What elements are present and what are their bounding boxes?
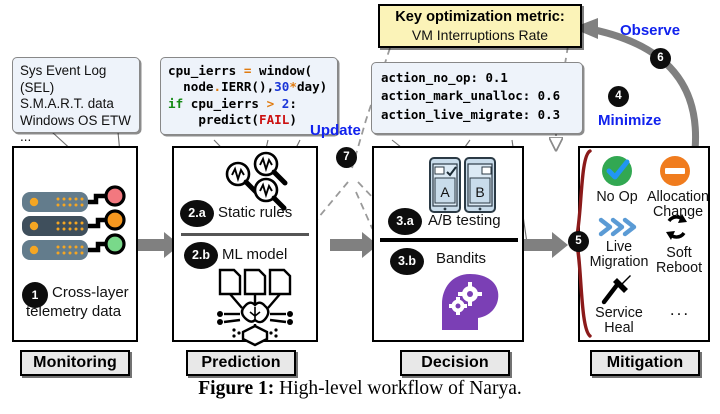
badge-3b: 3.b — [390, 248, 424, 275]
action-probabilities-list: action_no_op: 0.1 action_mark_unalloc: 0… — [372, 63, 582, 130]
code-token: > — [266, 95, 275, 111]
chevrons-right-icon — [598, 217, 637, 237]
badge-6: 6 — [650, 48, 671, 69]
monitoring-caption-line1: Cross-layer — [52, 284, 129, 301]
badge-7: 7 — [336, 147, 357, 168]
server-rack-icon — [22, 185, 126, 260]
telemetry-line: Sys Event Log (SEL) — [20, 63, 107, 95]
telemetry-sources-list: Sys Event Log (SEL) S.M.A.R.T. data Wind… — [13, 58, 139, 149]
telemetry-line: Windows OS ETW — [20, 112, 131, 128]
code-token: 2 — [274, 95, 290, 111]
observe-label: Observe — [620, 22, 681, 39]
static-rules-label: Static rules — [218, 204, 293, 221]
hammer-icon — [601, 275, 631, 305]
bandits-head-icon — [442, 274, 499, 330]
telemetry-line: S.M.A.R.T. data — [20, 96, 114, 112]
figure-caption-text: High-level workflow of Narya. — [274, 378, 522, 399]
code-token: predict( — [168, 112, 259, 128]
code-token: FAIL — [259, 112, 290, 128]
observe-feedback-arc — [572, 18, 700, 151]
figure-caption: Figure 1: High-level workflow of Narya. — [0, 378, 720, 400]
code-token: cpu_ierrs — [168, 63, 244, 78]
decision-divider — [380, 238, 518, 242]
mitigation-panel — [578, 146, 710, 342]
figure-caption-bold: Figure 1: — [198, 378, 275, 399]
action-label: action_no_op: — [381, 70, 478, 85]
badge-5: 5 — [568, 231, 589, 252]
minimize-label: Minimize — [598, 112, 662, 129]
stage-label-monitoring: Monitoring — [20, 350, 130, 376]
code-token: * — [289, 79, 297, 95]
stage-label-prediction: Prediction — [186, 350, 296, 376]
ab-testing-label: A/B testing — [428, 212, 501, 229]
mitigation-label-reboot: Reboot — [655, 260, 703, 276]
code-token: ) — [289, 112, 297, 128]
mitigation-label-service: Service — [595, 305, 643, 321]
action-label: action_mark_unalloc: — [381, 88, 531, 104]
code-token: day) — [296, 79, 328, 95]
code-token: IERR(), — [221, 79, 275, 95]
telemetry-sources-box: Sys Event Log (SEL) S.M.A.R.T. data Wind… — [12, 57, 140, 144]
code-token: window( — [251, 63, 313, 78]
code-token: node — [168, 79, 214, 95]
badge-2a: 2.a — [180, 200, 214, 227]
update-label: Update — [310, 122, 361, 139]
bandits-label: Bandits — [436, 250, 487, 267]
code-token: = — [243, 63, 252, 78]
code-token: 30 — [274, 79, 290, 95]
minus-circle-icon — [660, 156, 690, 186]
badge-3a: 3.a — [388, 208, 422, 235]
ab-testing-icon: A B — [429, 157, 496, 213]
mitigation-label-no-op: No Op — [596, 189, 638, 205]
prediction-divider — [181, 233, 309, 236]
badge-1: 1 — [22, 282, 48, 308]
stage-label-decision: Decision — [400, 350, 510, 376]
mitigation-label-allocation-2: Change — [652, 204, 704, 220]
action-value: 0.6 — [537, 88, 561, 104]
action-label: action_live_migrate: — [381, 106, 531, 122]
stage-flow-arrows — [138, 232, 568, 258]
metric-title: Key optimization metric: — [395, 8, 565, 25]
code-token: . — [213, 79, 222, 95]
mitigation-label-allocation: Allocation — [647, 189, 709, 205]
mitigation-label-live: Live — [605, 239, 633, 255]
badge-2b: 2.b — [184, 242, 218, 269]
static-rule-code-box: cpu_ierrs = window( node.IERR(),30*day) … — [160, 57, 338, 135]
key-optimization-metric-box: Key optimization metric: VM Interruption… — [378, 4, 582, 48]
code-token: if — [168, 95, 184, 111]
monitoring-caption-line2: telemetry data — [26, 303, 122, 320]
check-circle-icon — [602, 156, 632, 186]
mitigation-label-migration: Migration — [589, 254, 649, 270]
action-probabilities-box: action_no_op: 0.1 action_mark_unalloc: 0… — [371, 62, 583, 134]
badge-4: 4 — [608, 86, 629, 107]
code-token: cpu_ierrs — [183, 95, 267, 111]
mitigation-label-soft: Soft — [666, 245, 692, 261]
ml-model-icon — [217, 268, 293, 347]
mitigation-label-heal: Heal — [604, 320, 634, 336]
telemetry-line: ... — [20, 129, 32, 145]
phone-b-label: B — [475, 184, 484, 200]
metric-subtitle: VM Interruptions Rate — [411, 26, 549, 43]
code-token: : — [289, 95, 297, 111]
magnifier-icons — [225, 151, 288, 211]
ml-model-label: ML model — [222, 246, 288, 263]
action-value: 0.3 — [537, 106, 561, 122]
stage-label-mitigation: Mitigation — [590, 350, 700, 376]
refresh-icon — [666, 214, 687, 240]
ellipsis-icon: ... — [669, 300, 691, 319]
action-value: 0.1 — [485, 70, 508, 85]
static-rule-code: cpu_ierrs = window( node.IERR(),30*day) … — [161, 58, 337, 134]
phone-a-label: A — [440, 184, 450, 200]
